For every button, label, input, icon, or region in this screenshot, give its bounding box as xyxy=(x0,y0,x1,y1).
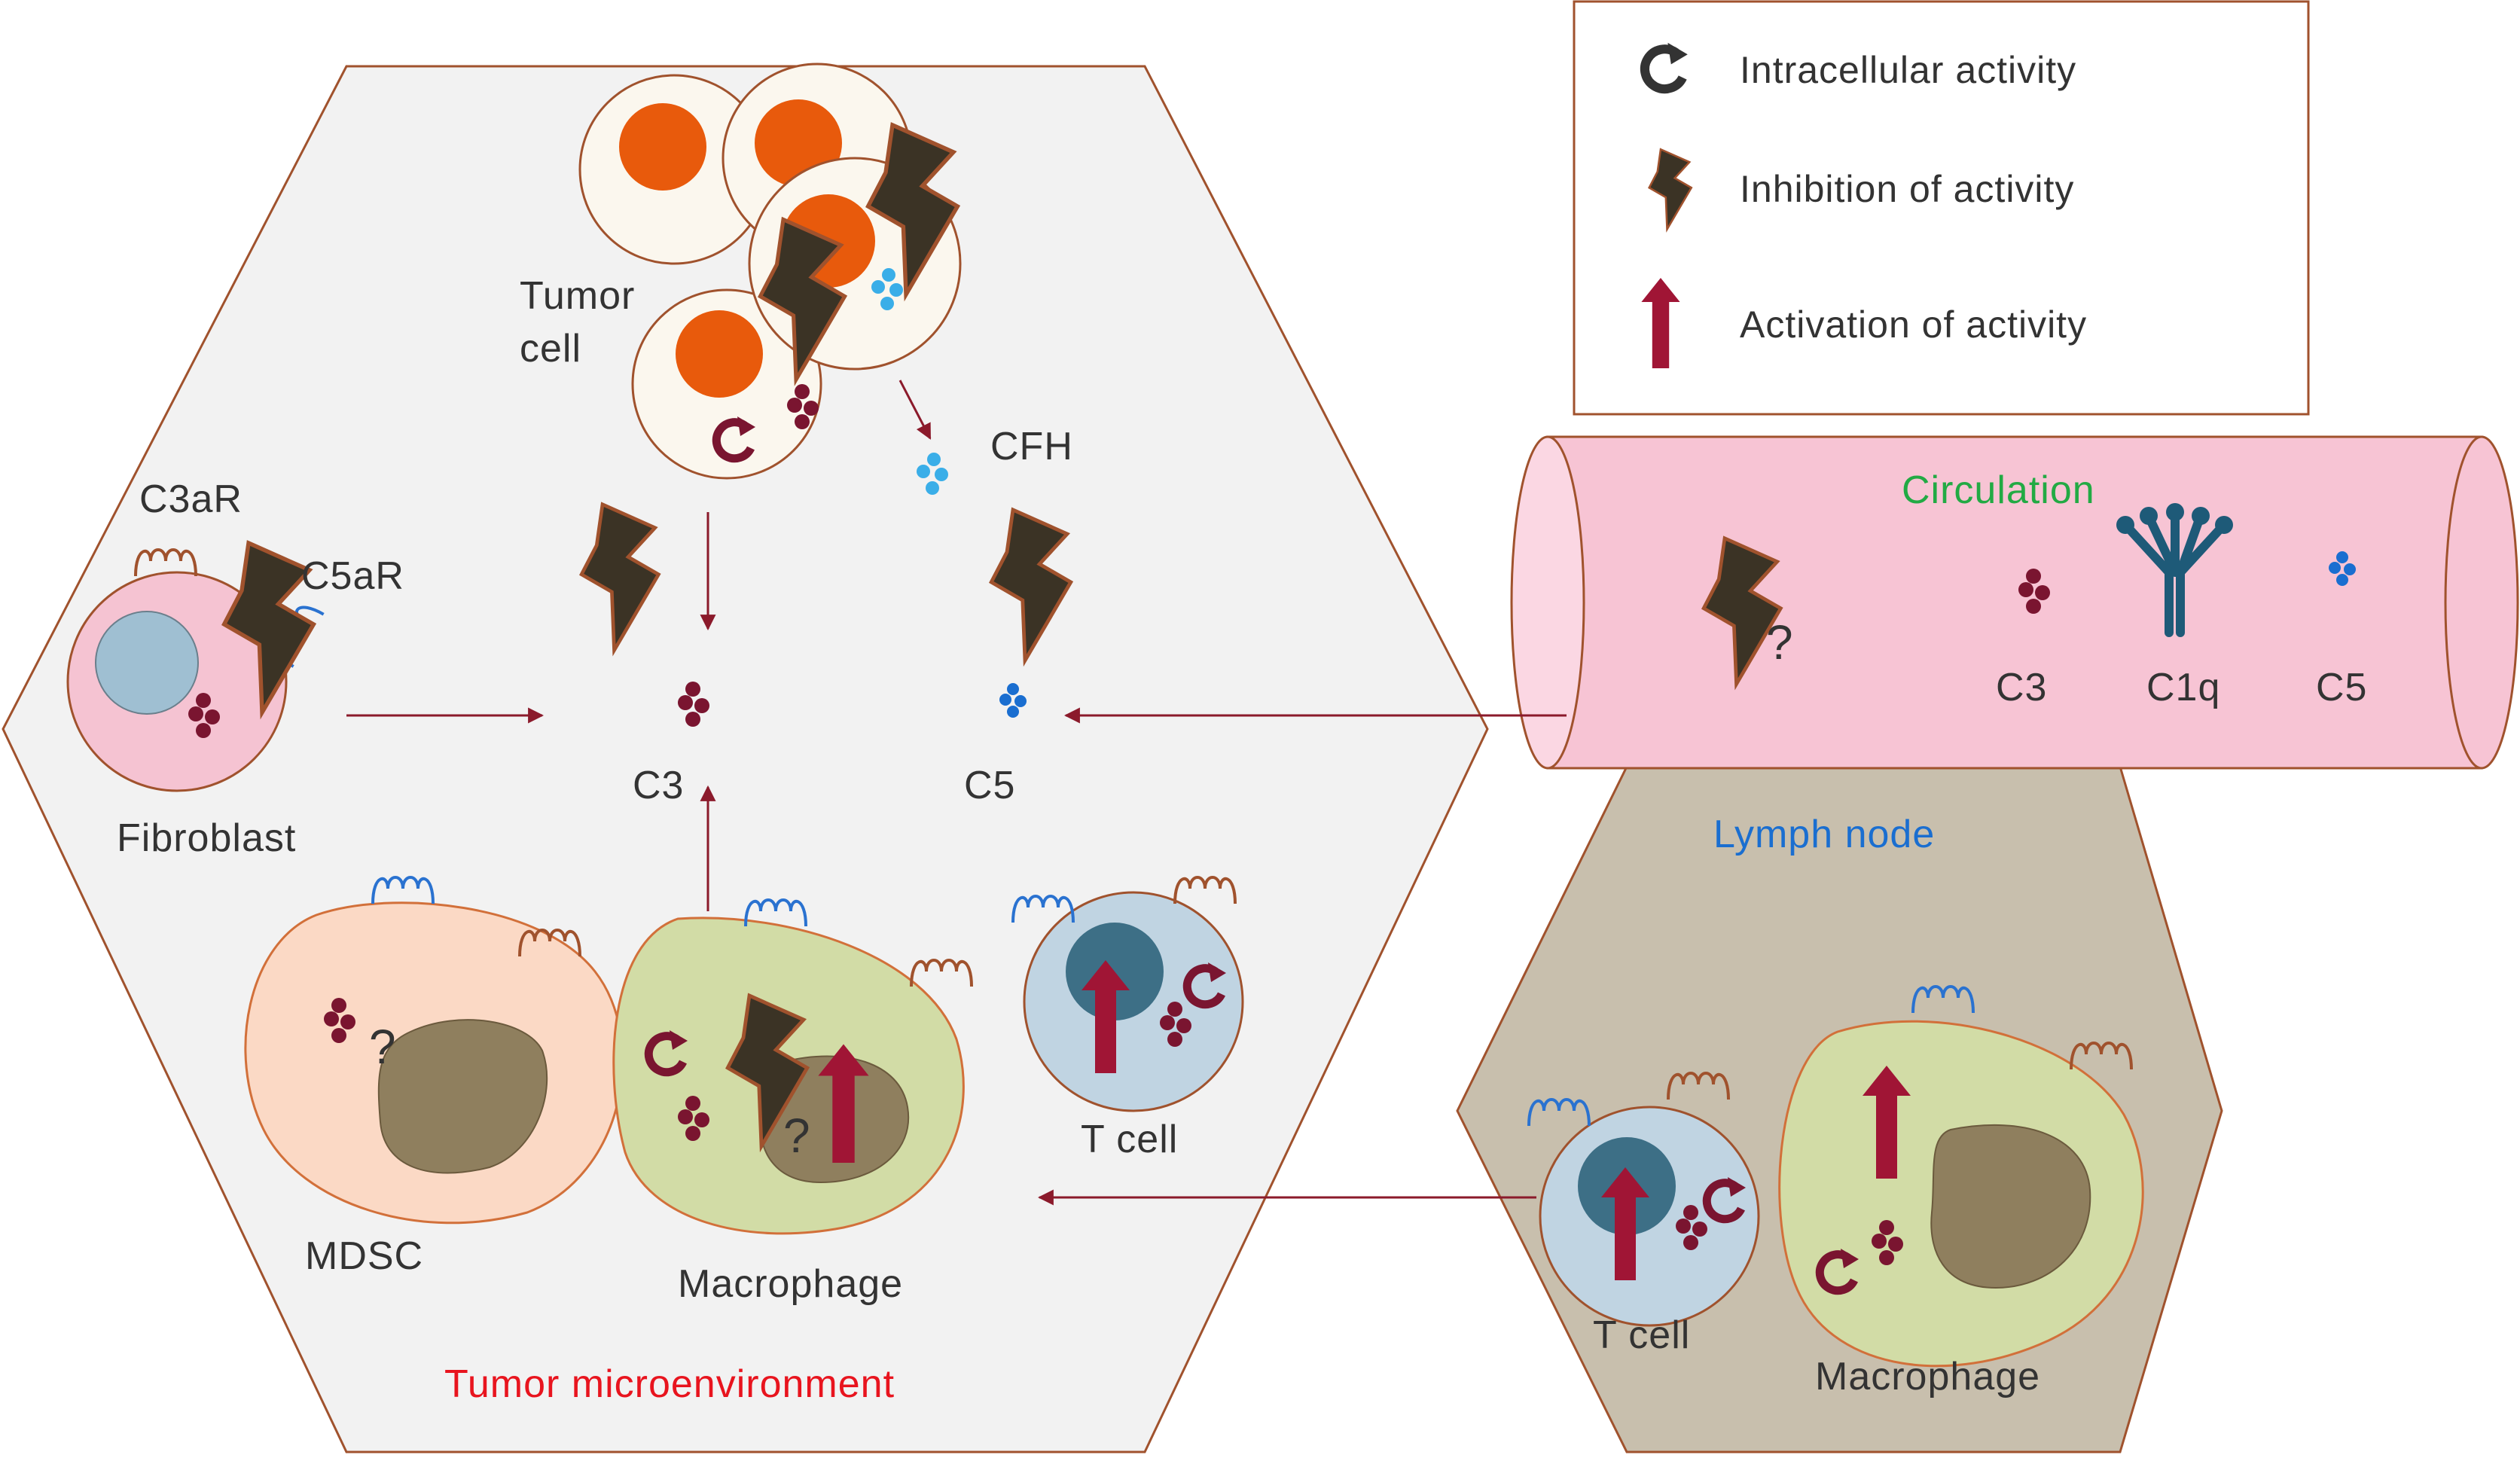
fibroblast-label: Fibroblast xyxy=(117,816,296,860)
lymph-t-cell-label: T cell xyxy=(1593,1313,1690,1357)
c5-label: C5 xyxy=(964,764,1015,807)
macrophage-cell xyxy=(612,898,973,1235)
tumor-cell-label-2: cell xyxy=(520,327,581,371)
c3-label: C3 xyxy=(633,764,684,807)
cfh-label: CFH xyxy=(990,425,1073,468)
mdsc-label: MDSC xyxy=(305,1234,423,1278)
mdsc-question-mark: ? xyxy=(369,1020,397,1074)
macrophage-label: Macrophage xyxy=(678,1262,903,1306)
arrow-tumor-to-cfh xyxy=(898,380,932,440)
circulation-title: Circulation xyxy=(1902,468,2095,512)
legend: Intracellular activity Inhibition of act… xyxy=(1573,0,2310,416)
tumor-cell-label-1: Tumor xyxy=(520,274,635,318)
fibroblast-cell xyxy=(66,543,325,792)
lymph-macrophage-cell xyxy=(1778,985,2144,1368)
c5ar-label: C5aR xyxy=(301,554,404,598)
tumor-cell-cluster xyxy=(578,63,962,480)
t-cell-label: T cell xyxy=(1081,1118,1178,1161)
lymph-t-cell xyxy=(1527,1072,1760,1327)
circulation-c3-label: C3 xyxy=(1996,666,2047,709)
circulation-c5-label: C5 xyxy=(2316,666,2367,709)
circulation-question-mark: ? xyxy=(1766,615,1794,670)
macrophage-question-mark: ? xyxy=(783,1109,811,1163)
t-cell-tme xyxy=(1011,876,1244,1112)
tme-title: Tumor microenvironment xyxy=(444,1362,895,1406)
legend-label-intracellular: Intracellular activity xyxy=(1740,49,2076,91)
c1q-icon xyxy=(2116,503,2233,637)
lymph-macrophage-label: Macrophage xyxy=(1815,1355,2040,1399)
legend-label-inhibition: Inhibition of activity xyxy=(1740,168,2074,210)
circular-arrow-icon xyxy=(1640,42,1688,94)
circulation-vessel xyxy=(1510,435,2519,770)
c3ar-label: C3aR xyxy=(139,477,243,521)
circulation-c1q-label: C1q xyxy=(2146,666,2220,709)
lymph-node-title: Lymph node xyxy=(1713,813,1935,856)
legend-label-activation: Activation of activity xyxy=(1740,303,2087,346)
mdsc-cell xyxy=(244,876,624,1225)
